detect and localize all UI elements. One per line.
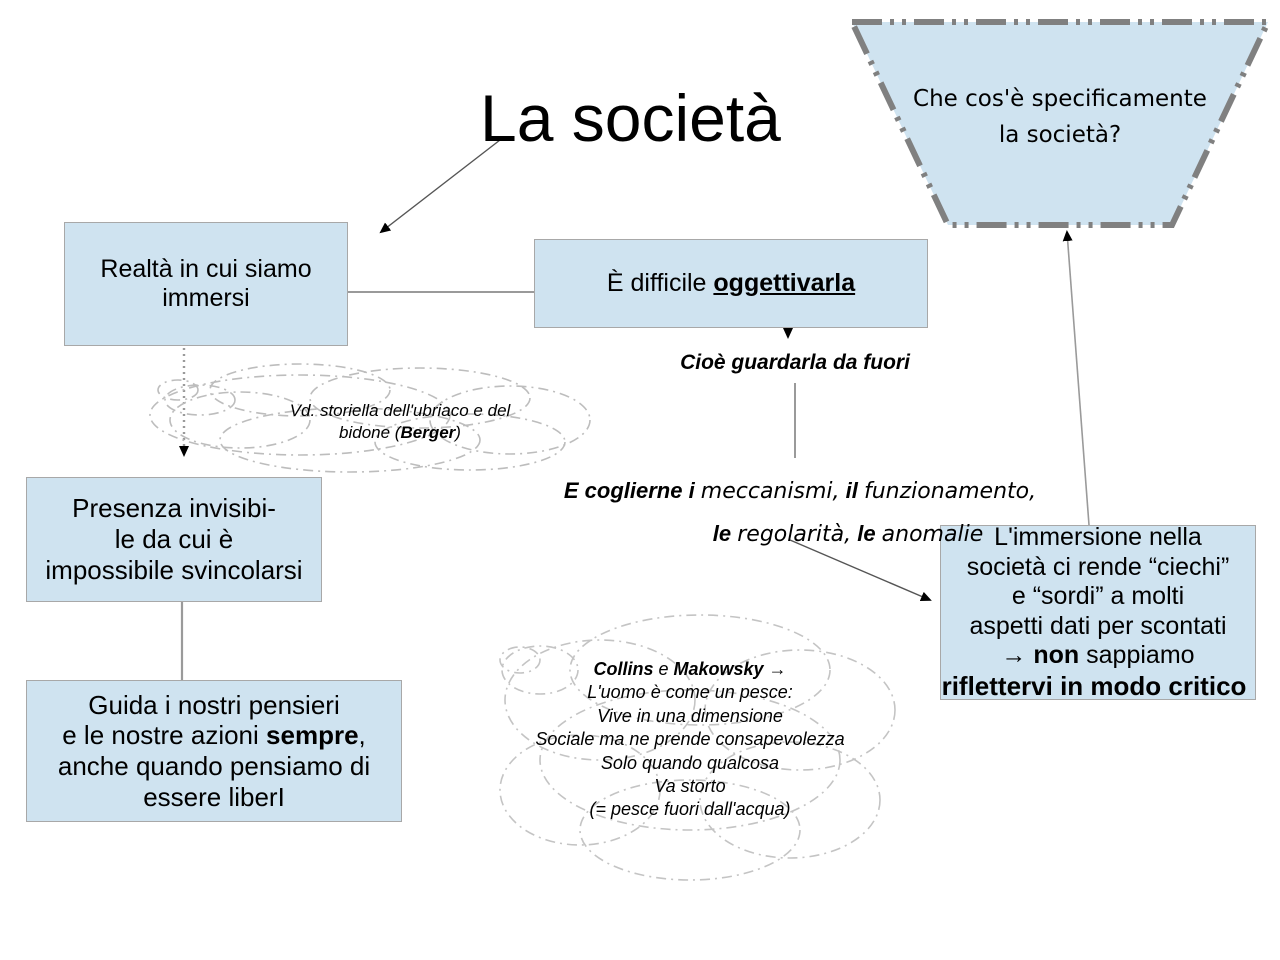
box-guida-line2-a: e le nostre azioni [62, 720, 267, 751]
box-realta-line1: Realtà in cui siamo [100, 254, 312, 283]
box-immersione[interactable]: L'immersione nella società ci rende “cie… [940, 523, 1256, 701]
box-presenza-line1: Presenza invisibi- [72, 493, 276, 524]
text-cogliere-line1-c: il [839, 478, 864, 503]
box-presenza-line3: impossibile svincolarsi [45, 554, 303, 585]
box-guida[interactable]: Guida i nostri pensieri e le nostre azio… [26, 680, 402, 822]
question-shape-text: Che cos'è specificamente la società? [860, 82, 1260, 153]
box-oggettivarla-prefix: È difficile [606, 268, 714, 297]
cloud-berger-line1: Vd. storiella dell'ubriaco e del [289, 401, 511, 420]
text-cogliere-line2-d: anomalie [881, 521, 984, 547]
box-guida-line1: Guida i nostri pensieri [88, 689, 340, 720]
cloud-collins-line1-b: e [653, 659, 674, 679]
cloud-collins-line1-d: → [763, 659, 787, 679]
box-immersione-line5-emphasis: non [1033, 641, 1080, 670]
box-immersione-line1: L'immersione nella [994, 523, 1202, 552]
text-cogliere-line2-c: le [851, 520, 882, 546]
box-realta-line2: immersi [162, 284, 250, 312]
cloud-berger-text: Vd. storiella dell'ubriaco e del bidone … [210, 400, 590, 444]
page-title: La società [480, 81, 781, 155]
cloud-collins-author1: Collins [593, 659, 654, 679]
cloud-collins-line3: Vive in una dimensione [597, 705, 783, 726]
text-cioe-guardarla: Cioè guardarla da fuori [680, 351, 910, 374]
cloud-berger-line2-c: ) [455, 423, 461, 443]
cloud-collins-author2: Makowsky [673, 659, 764, 679]
box-guida-line3: anche quando pensiamo di [57, 751, 371, 781]
box-presenza[interactable]: Presenza invisibi- le da cui è impossibi… [26, 477, 322, 602]
box-guida-line2-emphasis: sempre [266, 720, 359, 751]
box-presenza-line2: le da cui è [114, 524, 234, 555]
box-guida-line4: essere liberI [143, 781, 285, 812]
cloud-collins-text: Collins e Makowsky → L'uomo è come un pe… [500, 658, 880, 822]
box-immersione-line6: riflettervi in modo critico [941, 670, 1247, 701]
box-guida-line2-c: , [358, 720, 366, 751]
text-cogliere-line1-b: meccanismi, [700, 479, 840, 504]
text-cogliere-line2-a: le [712, 520, 738, 546]
question-shape-line1: Che cos'è specificamente [913, 86, 1207, 112]
text-cogliere-meccanismi: E coglierne i meccanismi, il funzionamen… [500, 470, 1100, 556]
box-immersione-line4: aspetti dati per scontati [969, 611, 1227, 640]
box-realta[interactable]: Realtà in cui siamo immersi [64, 222, 348, 346]
box-immersione-line5: → non sappiamo [941, 641, 1255, 671]
text-cogliere-line2-b: regolarità, [737, 521, 852, 547]
cloud-berger-line2: bidone (Berger) [210, 422, 590, 444]
cloud-collins-line5: Solo quando qualcosa [600, 752, 780, 773]
text-cogliere-line1: E coglierne i meccanismi, il funzionamen… [500, 470, 1100, 513]
cloud-collins-line4: Sociale ma ne prende consapevolezza [535, 729, 845, 750]
cloud-collins-line2: L'uomo è come un pesce: [587, 682, 793, 703]
box-immersione-line5-a: → [1001, 641, 1034, 670]
box-immersione-line5-c: sappiamo [1079, 641, 1195, 670]
cloud-collins-line6: Va storto [654, 775, 726, 796]
text-cogliere-line2: le regolarità, le anomalie [596, 513, 1100, 556]
box-oggettivarla[interactable]: È difficile oggettivarla [534, 239, 928, 328]
text-cogliere-line1-a: E coglierne i [563, 478, 701, 503]
box-guida-line2: e le nostre azioni sempre, [27, 720, 401, 751]
cloud-collins-line1: Collins e Makowsky → [500, 658, 880, 681]
box-oggettivarla-emphasis: oggettivarla [713, 268, 856, 297]
cloud-berger-line2-a: bidone ( [339, 423, 401, 443]
box-immersione-line3: e “sordi” a molti [1011, 582, 1185, 611]
text-cogliere-line1-d: funzionamento, [863, 479, 1037, 504]
question-shape-line2: la società? [998, 121, 1122, 148]
cloud-berger-citation: Berger [400, 423, 456, 443]
box-immersione-line2: società ci rende “ciechi” [966, 552, 1230, 581]
cloud-collins-line7: (= pesce fuori dall'acqua) [589, 799, 791, 820]
